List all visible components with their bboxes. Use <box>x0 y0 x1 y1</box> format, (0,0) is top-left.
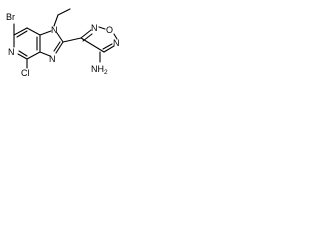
bond-c4a-n5 <box>17 53 28 60</box>
bond-n1-c2 <box>56 32 64 43</box>
molecule-structure: Br N Cl N N N O N NH2 <box>6 8 120 78</box>
bond-c4-c4a <box>26 51 41 60</box>
bond-c4-c3 <box>80 37 105 53</box>
atom-n-furazan-2-label: N <box>91 23 98 33</box>
atom-br-label: Br <box>6 12 15 22</box>
bond-n5-c4-inner <box>102 43 113 50</box>
bond-n1-ch2 <box>53 14 59 27</box>
bond-n3-c4 <box>39 51 51 57</box>
bond-ch2-ch3 <box>57 8 71 16</box>
atom-o-furazan-label: O <box>106 25 113 35</box>
atom-n1-label: N <box>51 25 58 35</box>
bond-c7a-c3a <box>26 27 41 36</box>
bond-c2-n3 <box>55 41 64 54</box>
bond-c6-c7-inner <box>16 30 28 38</box>
atom-n-pyridine-label: N <box>8 47 15 57</box>
bond-n5-c4 <box>103 45 115 53</box>
bond-o1-n5 <box>113 33 118 40</box>
atom-cl-label: Cl <box>21 68 30 78</box>
pyridine-ring <box>13 27 41 60</box>
imidazole-ring <box>39 30 64 57</box>
bond-c2-n3-inner <box>53 41 61 52</box>
bond-n2-o1 <box>98 26 106 30</box>
bond-c3a-n1 <box>39 30 52 36</box>
bond-c2-c3prime <box>62 37 82 43</box>
bond-c7-c7a <box>13 27 28 36</box>
atom-nh2-label: NH2 <box>91 64 108 76</box>
furazan-ring <box>80 26 118 53</box>
bond-c4a-n5-inner <box>18 50 28 57</box>
atom-n-furazan-5-label: N <box>113 38 120 48</box>
bond-c3-n2 <box>80 29 92 39</box>
atom-n3-label: N <box>49 54 56 64</box>
atom-nh2-main: NH <box>91 64 104 74</box>
atom-nh2-subscript: 2 <box>104 69 108 76</box>
